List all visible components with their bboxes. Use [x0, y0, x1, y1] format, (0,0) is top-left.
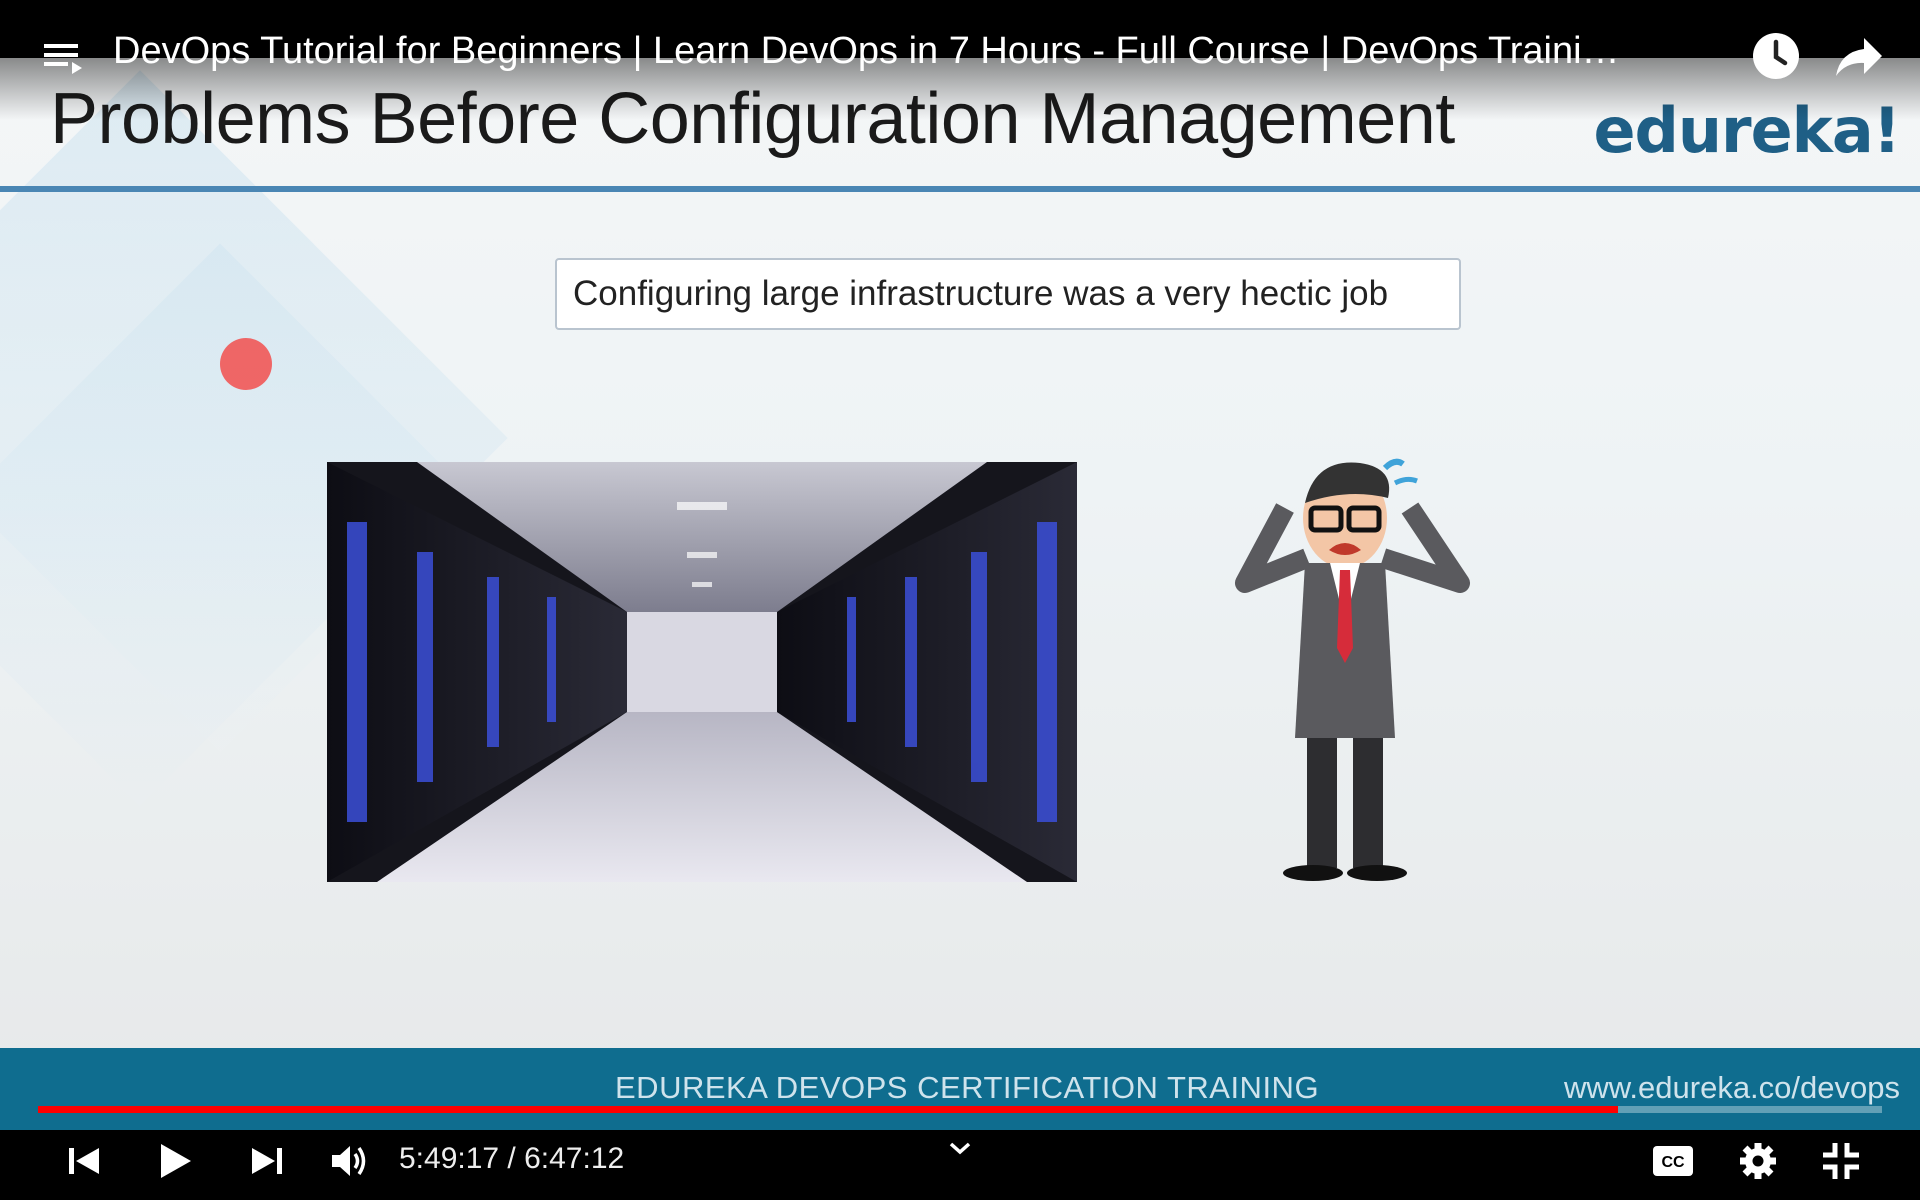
play-icon[interactable]	[153, 1130, 197, 1192]
cc-icon[interactable]: CC	[1650, 1130, 1696, 1192]
top-overlay: DevOps Tutorial for Beginners | Learn De…	[0, 0, 1920, 120]
player-controls: 5:49:17 / 6:47:12 CC	[0, 1130, 1920, 1200]
stressed-man-illustration	[1225, 448, 1485, 888]
slide-footer: EDUREKA DEVOPS CERTIFICATION TRAINING ww…	[0, 1048, 1920, 1138]
title-divider	[0, 186, 1920, 192]
svg-text:CC: CC	[1661, 1154, 1685, 1171]
footer-url: www.edureka.co/devops	[1563, 1070, 1900, 1105]
chevron-down-icon[interactable]	[945, 1136, 975, 1160]
video-title[interactable]: DevOps Tutorial for Beginners | Learn De…	[113, 30, 1620, 72]
time-display: 5:49:17 / 6:47:12	[399, 1142, 625, 1175]
volume-icon[interactable]	[327, 1130, 371, 1192]
slide-callout: Configuring large infrastructure was a v…	[555, 258, 1461, 330]
laser-pointer-dot	[220, 338, 272, 390]
skip-previous-icon[interactable]	[62, 1130, 106, 1192]
server-room-image	[327, 462, 1077, 882]
gear-icon[interactable]	[1735, 1130, 1781, 1192]
clock-icon[interactable]	[1751, 31, 1801, 81]
footer-title: EDUREKA DEVOPS CERTIFICATION TRAINING	[615, 1070, 1320, 1105]
video-frame[interactable]: Problems Before Configuration Management…	[0, 58, 1920, 1138]
share-icon[interactable]	[1834, 34, 1884, 80]
progress-bar[interactable]	[38, 1106, 1882, 1113]
skip-next-icon[interactable]	[245, 1130, 289, 1192]
progress-played	[38, 1106, 1619, 1113]
playlist-icon[interactable]	[42, 38, 82, 78]
exit-fullscreen-icon[interactable]	[1818, 1130, 1864, 1192]
